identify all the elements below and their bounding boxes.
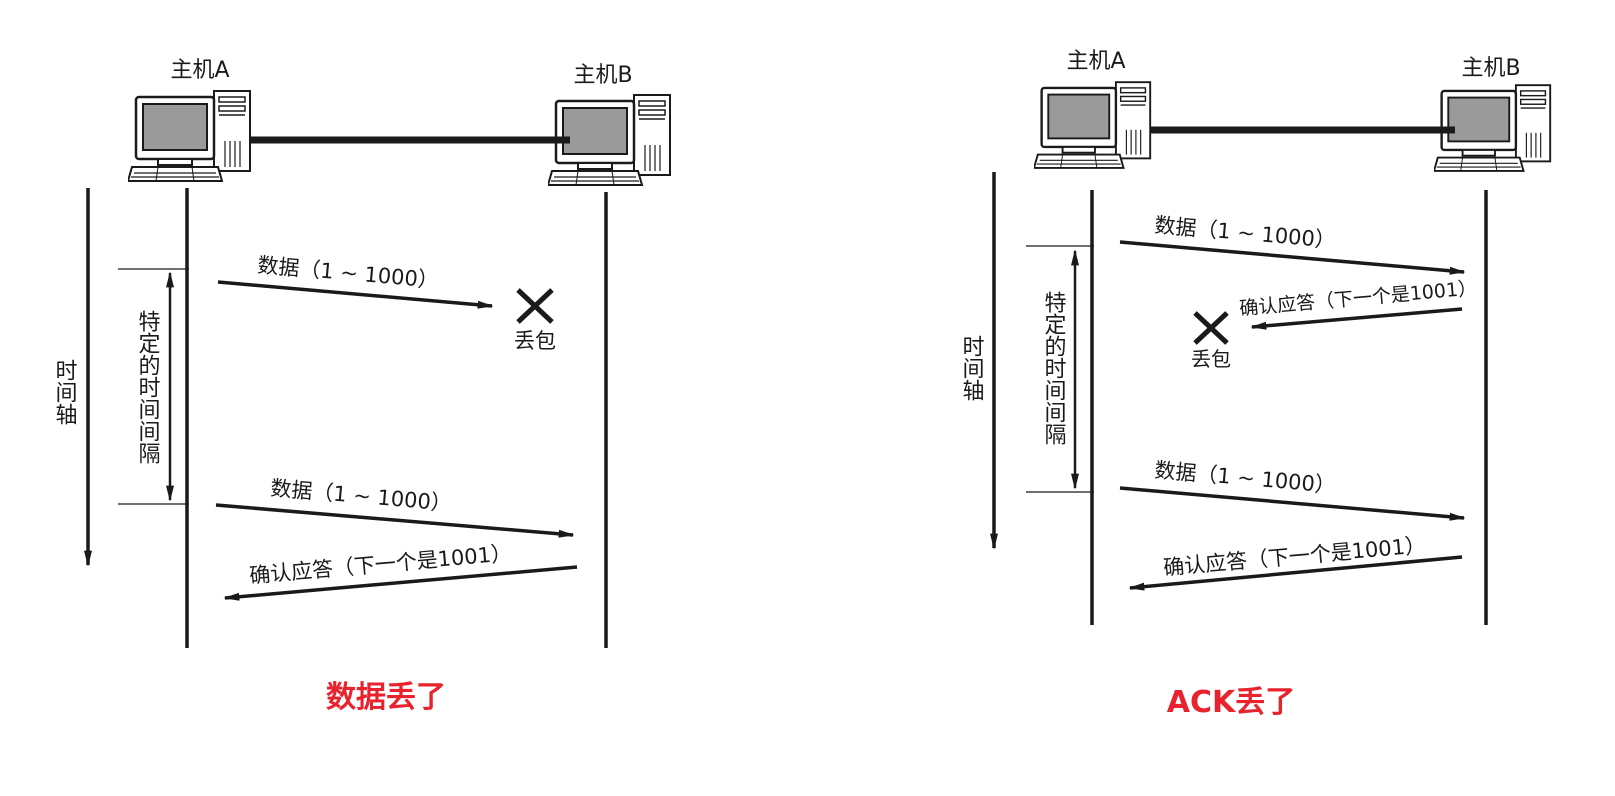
data-arrow-1 [1119, 240, 1466, 275]
computer-icon [128, 89, 252, 183]
left-caption: 数据丢了 [326, 680, 446, 715]
ack-label-1: 确认应答（下一个是1001） [1239, 277, 1478, 320]
data-arrow-2 [1119, 486, 1466, 521]
host-a-label: 主机A [1066, 49, 1125, 74]
time-axis-label: 时间轴 [52, 359, 78, 425]
data-arrow-2 [215, 503, 575, 538]
interval-label: 特定的时间间隔 [135, 310, 161, 464]
data-label-2: 数据（1 ~ 1000） [270, 476, 453, 516]
host-b-label: 主机B [1461, 56, 1520, 81]
computer-icon [1034, 80, 1152, 170]
right-caption: ACK丢了 [1167, 685, 1295, 720]
interval-label: 特定的时间间隔 [1041, 291, 1067, 445]
loss-label: 丢包 [514, 329, 556, 353]
ack-label: 确认应答（下一个是1001） [248, 541, 513, 588]
loss-label: 丢包 [1191, 347, 1231, 371]
left-diagram: 主机A 主机B 时间轴 特定的时间间隔 数据（1 ~ 1000） 丢包 数据（1… [52, 58, 672, 715]
host-b-label: 主机B [573, 63, 632, 88]
cross-icon [516, 288, 554, 324]
host-a-label: 主机A [170, 58, 229, 83]
ack-arrow-1 [1250, 307, 1463, 330]
cross-icon [1193, 311, 1229, 345]
right-diagram: 主机A 主机B 时间轴 特定的时间间隔 数据（1 ~ 1000） 确认应答（下一… [959, 49, 1552, 720]
ack-arrow-2 [1128, 555, 1463, 591]
data-arrow-1 [217, 280, 494, 309]
ack-arrow [223, 565, 578, 601]
time-axis-label: 时间轴 [959, 335, 985, 401]
